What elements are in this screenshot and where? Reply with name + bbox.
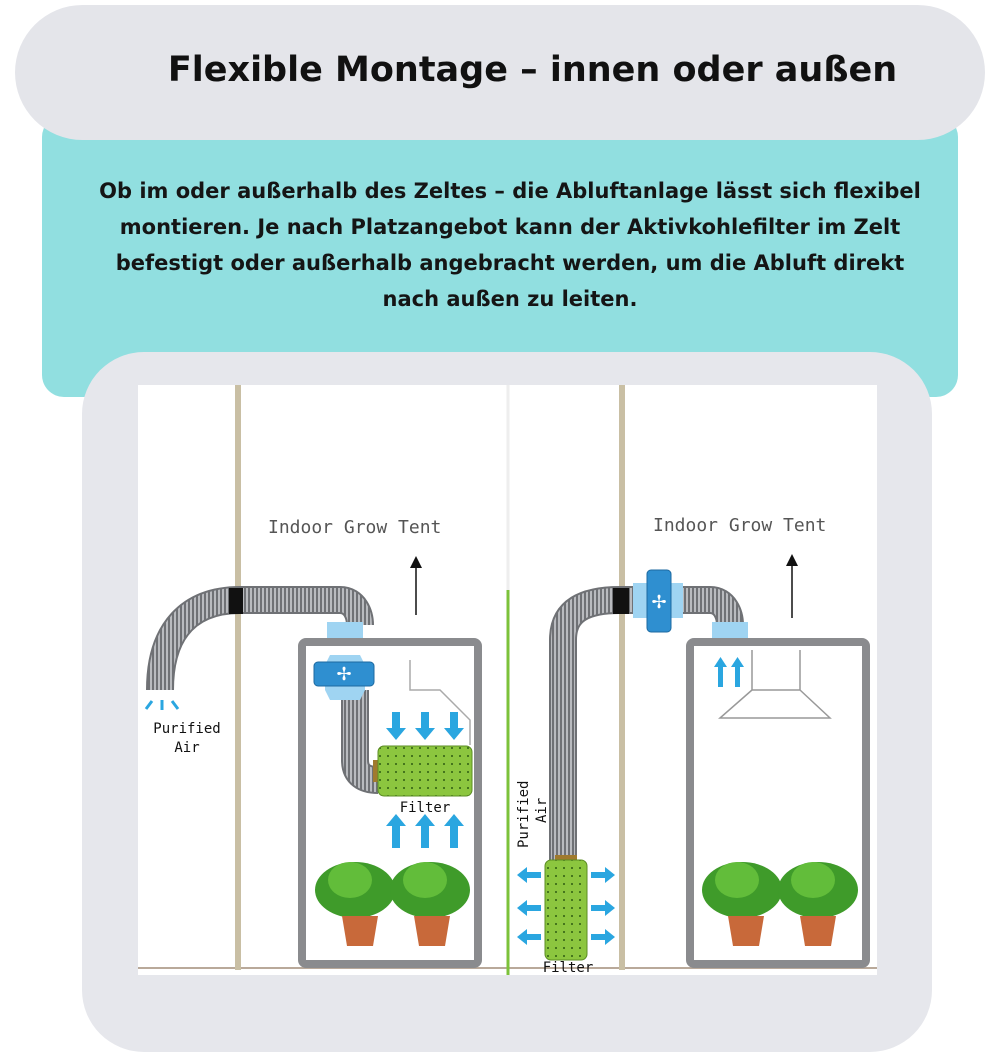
intro-line: montieren. Je nach Platzangebot kann der… (119, 215, 901, 239)
page-title: Flexible Montage – innen oder außen (167, 50, 898, 90)
potted-plants (702, 862, 858, 946)
intro-text: Ob im oder außerhalb des Zeltes – die Ab… (60, 173, 960, 317)
purified-air-label: Purified (153, 721, 220, 737)
airflow-arrows-sideways (517, 867, 615, 945)
potted-plants (315, 862, 470, 946)
fan-icon: ✢ (336, 664, 351, 685)
wall-collar (229, 588, 243, 614)
light-hood (409, 660, 471, 745)
airflow-arrows-down (386, 712, 464, 740)
purified-air-label: Purified (516, 781, 532, 848)
inline-fan (646, 569, 672, 633)
intro-panel (42, 115, 958, 397)
duct-flange (712, 622, 748, 638)
intro-line: befestigt oder außerhalb angebracht werd… (115, 251, 905, 275)
filter-label: Filter (400, 800, 451, 816)
title-banner (15, 5, 985, 140)
intro-line: nach außen zu leiten. (382, 287, 638, 311)
left-scenario: ✢ Indoor Grow Tent Purified Air Filter (144, 385, 482, 970)
light-hood (718, 650, 832, 719)
duct-flange (327, 622, 363, 638)
wall-collar (613, 588, 629, 614)
airflow-arrows-up (386, 814, 464, 848)
carbon-filter (377, 745, 473, 797)
fan-icon: ✢ (651, 592, 666, 613)
intro-line: Ob im oder außerhalb des Zeltes – die Ab… (99, 179, 921, 203)
right-scenario: ✢ Indoor Grow Tent Purified Air Filter (516, 385, 870, 976)
filter-label: Filter (543, 960, 594, 976)
purified-air-label: Air (534, 798, 550, 823)
carbon-filter (544, 859, 588, 961)
purified-air-label: Air (174, 740, 199, 756)
tent-label: Indoor Grow Tent (268, 517, 441, 538)
inline-fan (313, 661, 375, 687)
ventilation-diagram: ✢ Indoor Grow Tent Purified Air Filter (138, 385, 877, 976)
tent-label: Indoor Grow Tent (653, 515, 826, 536)
airflow-arrows-up (714, 657, 744, 687)
purified-air-arrows (144, 700, 180, 710)
